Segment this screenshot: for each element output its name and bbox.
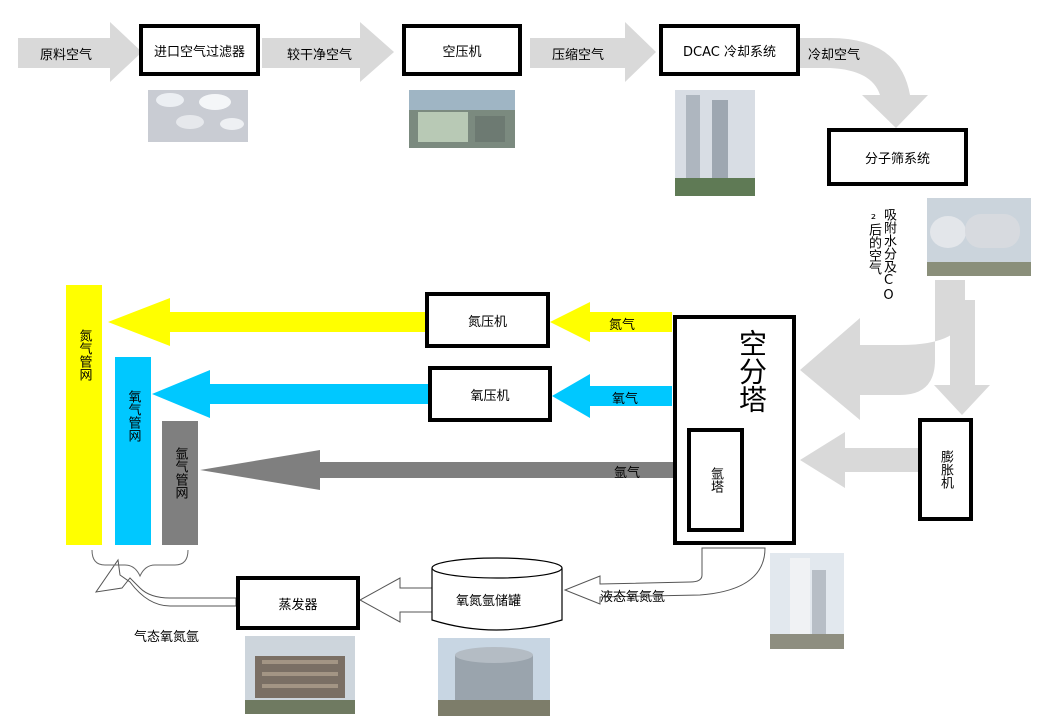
nitrogen-arrows — [108, 298, 672, 346]
n2-compressor-label: 氮压机 — [467, 314, 507, 330]
photo-cold-box — [770, 553, 844, 649]
tank-to-evap-arrow — [358, 577, 433, 623]
inlet-filter-box: 进口空气过滤器 — [139, 24, 260, 76]
top-flow-arrows — [18, 22, 928, 128]
expander-box: 膨胀机 — [918, 418, 973, 521]
photo-inlet-filter — [148, 90, 248, 142]
liquid-arrows — [94, 547, 766, 623]
oxygen-arrows — [152, 370, 672, 418]
evaporator-label: 蒸发器 — [278, 597, 318, 613]
cooled-air-label: 冷却空气 — [808, 48, 861, 63]
expander-label: 膨胀机 — [938, 450, 953, 489]
after-adsorb-label: 吸附水分及CO₂后的空气 — [866, 208, 896, 303]
ar-gas-label: 氩气 — [614, 466, 641, 481]
argon-arrows — [200, 450, 690, 490]
cleaner-air-label: 较干净空气 — [287, 48, 353, 63]
o2-to-pipeline-arrow — [152, 370, 428, 418]
gaseous-label: 气态氧氮氩 — [134, 630, 200, 645]
photo-mol-sieve — [927, 198, 1031, 276]
compressed-air-arrow — [530, 22, 656, 82]
pipeline-brace — [91, 549, 189, 578]
mol-sieve-label: 分子筛系统 — [864, 151, 930, 167]
adsorbed-air-arrow — [800, 280, 965, 420]
liquid-label: 液态氧氮氩 — [600, 590, 666, 605]
tank-label: 氧氮氩储罐 — [456, 594, 522, 609]
o2-gas-label: 氧气 — [612, 392, 639, 407]
ar-pipeline: 氩气管网 — [162, 421, 198, 545]
air-compressor-box: 空压机 — [402, 24, 522, 76]
photo-storage-tank — [438, 638, 550, 716]
raw-air-arrow — [18, 22, 142, 82]
n2-pipeline-label: 氮气管网 — [76, 329, 92, 381]
compressed-air-label: 压缩空气 — [552, 48, 605, 63]
photo-evaporator — [245, 636, 355, 714]
inlet-filter-label: 进口空气过滤器 — [153, 44, 245, 60]
o2-pipeline: 氧气管网 — [115, 357, 151, 545]
sieve-to-tower-arrows — [800, 280, 990, 488]
o2-pipeline-label: 氧气管网 — [125, 390, 141, 442]
expander-to-tower-arrow — [800, 432, 918, 488]
evaporator-box: 蒸发器 — [236, 576, 360, 630]
n2-to-pipeline-arrow — [108, 298, 425, 346]
to-expander-arrow — [934, 300, 990, 415]
n2-to-compressor-arrow — [550, 302, 672, 342]
evap-to-pipeline-arrow — [94, 558, 237, 607]
air-compressor-label: 空压机 — [442, 44, 482, 60]
ar-to-pipeline-arrow — [200, 450, 690, 490]
o2-compressor-box: 氧压机 — [428, 366, 552, 422]
argon-tower-box: 氩塔 — [687, 428, 744, 532]
cleaner-air-arrow — [262, 22, 394, 82]
o2-to-compressor-arrow — [552, 374, 672, 418]
raw-air-label: 原料空气 — [40, 48, 93, 63]
cooled-air-arrow — [800, 38, 928, 128]
o2-compressor-label: 氧压机 — [470, 388, 510, 404]
n2-pipeline: 氮气管网 — [66, 285, 102, 545]
ar-pipeline-label: 氩气管网 — [172, 447, 188, 499]
photo-dcac — [675, 90, 755, 196]
argon-tower-label: 氩塔 — [708, 467, 723, 493]
dcac-box: DCAC 冷却系统 — [659, 24, 800, 76]
dcac-label: DCAC 冷却系统 — [683, 44, 776, 60]
separation-tower-label: 空分塔 — [735, 329, 768, 413]
photo-air-compressor — [409, 90, 515, 148]
n2-compressor-box: 氮压机 — [425, 292, 550, 348]
storage-tank-shape — [431, 557, 563, 631]
mol-sieve-box: 分子筛系统 — [827, 128, 968, 186]
liquid-to-tank-arrow — [563, 547, 766, 605]
n2-gas-label: 氮气 — [609, 318, 636, 333]
